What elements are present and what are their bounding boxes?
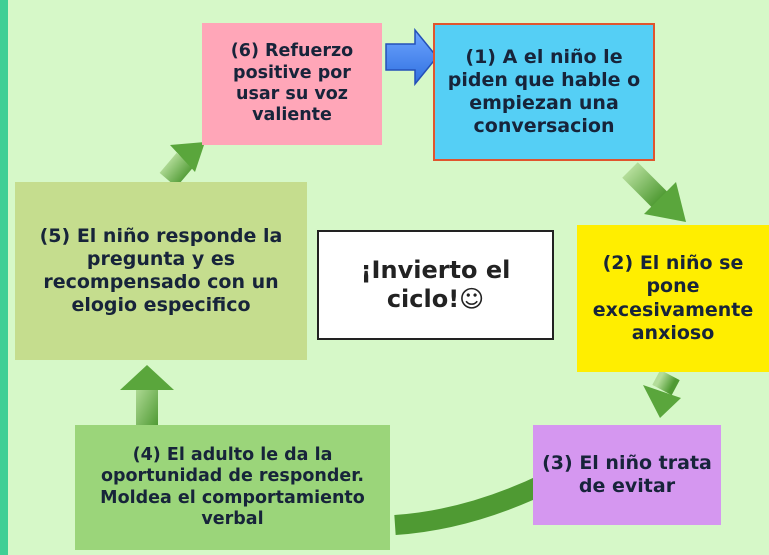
arrow-6-to-1	[385, 27, 438, 87]
step-1-text: (1) A el niño le piden que hable o empie…	[447, 45, 641, 138]
arrow-2-to-3	[643, 369, 681, 418]
step-5-box: (5) El niño responde la pregunta y es re…	[15, 182, 307, 360]
step-5-text: (5) El niño responde la pregunta y es re…	[39, 224, 283, 317]
center-message-box: ¡Invierto el ciclo!☺	[317, 230, 554, 340]
step-2-text: (2) El niño se pone excesivamente anxios…	[592, 252, 754, 344]
step-6-box: (6) Refuerzo positive por usar su voz va…	[202, 23, 382, 145]
step-2-box: (2) El niño se pone excesivamente anxios…	[577, 225, 769, 372]
step-4-box: (4) El adulto le da la oportunidad de re…	[75, 425, 390, 550]
arrow-1-to-2	[622, 162, 686, 222]
step-3-box: (3) El niño trata de evitar	[533, 425, 721, 525]
arrow-5-to-6	[159, 142, 205, 188]
step-4-text: (4) El adulto le da la oportunidad de re…	[100, 444, 365, 529]
step-3-text: (3) El niño trata de evitar	[542, 451, 712, 497]
arrow-3-to-4	[394, 473, 553, 535]
center-message-text: ¡Invierto el ciclo!☺	[360, 255, 511, 313]
step-6-text: (6) Refuerzo positive por usar su voz va…	[230, 41, 354, 126]
arrow-4-to-5	[120, 365, 174, 426]
step-1-box: (1) A el niño le piden que hable o empie…	[433, 23, 655, 161]
